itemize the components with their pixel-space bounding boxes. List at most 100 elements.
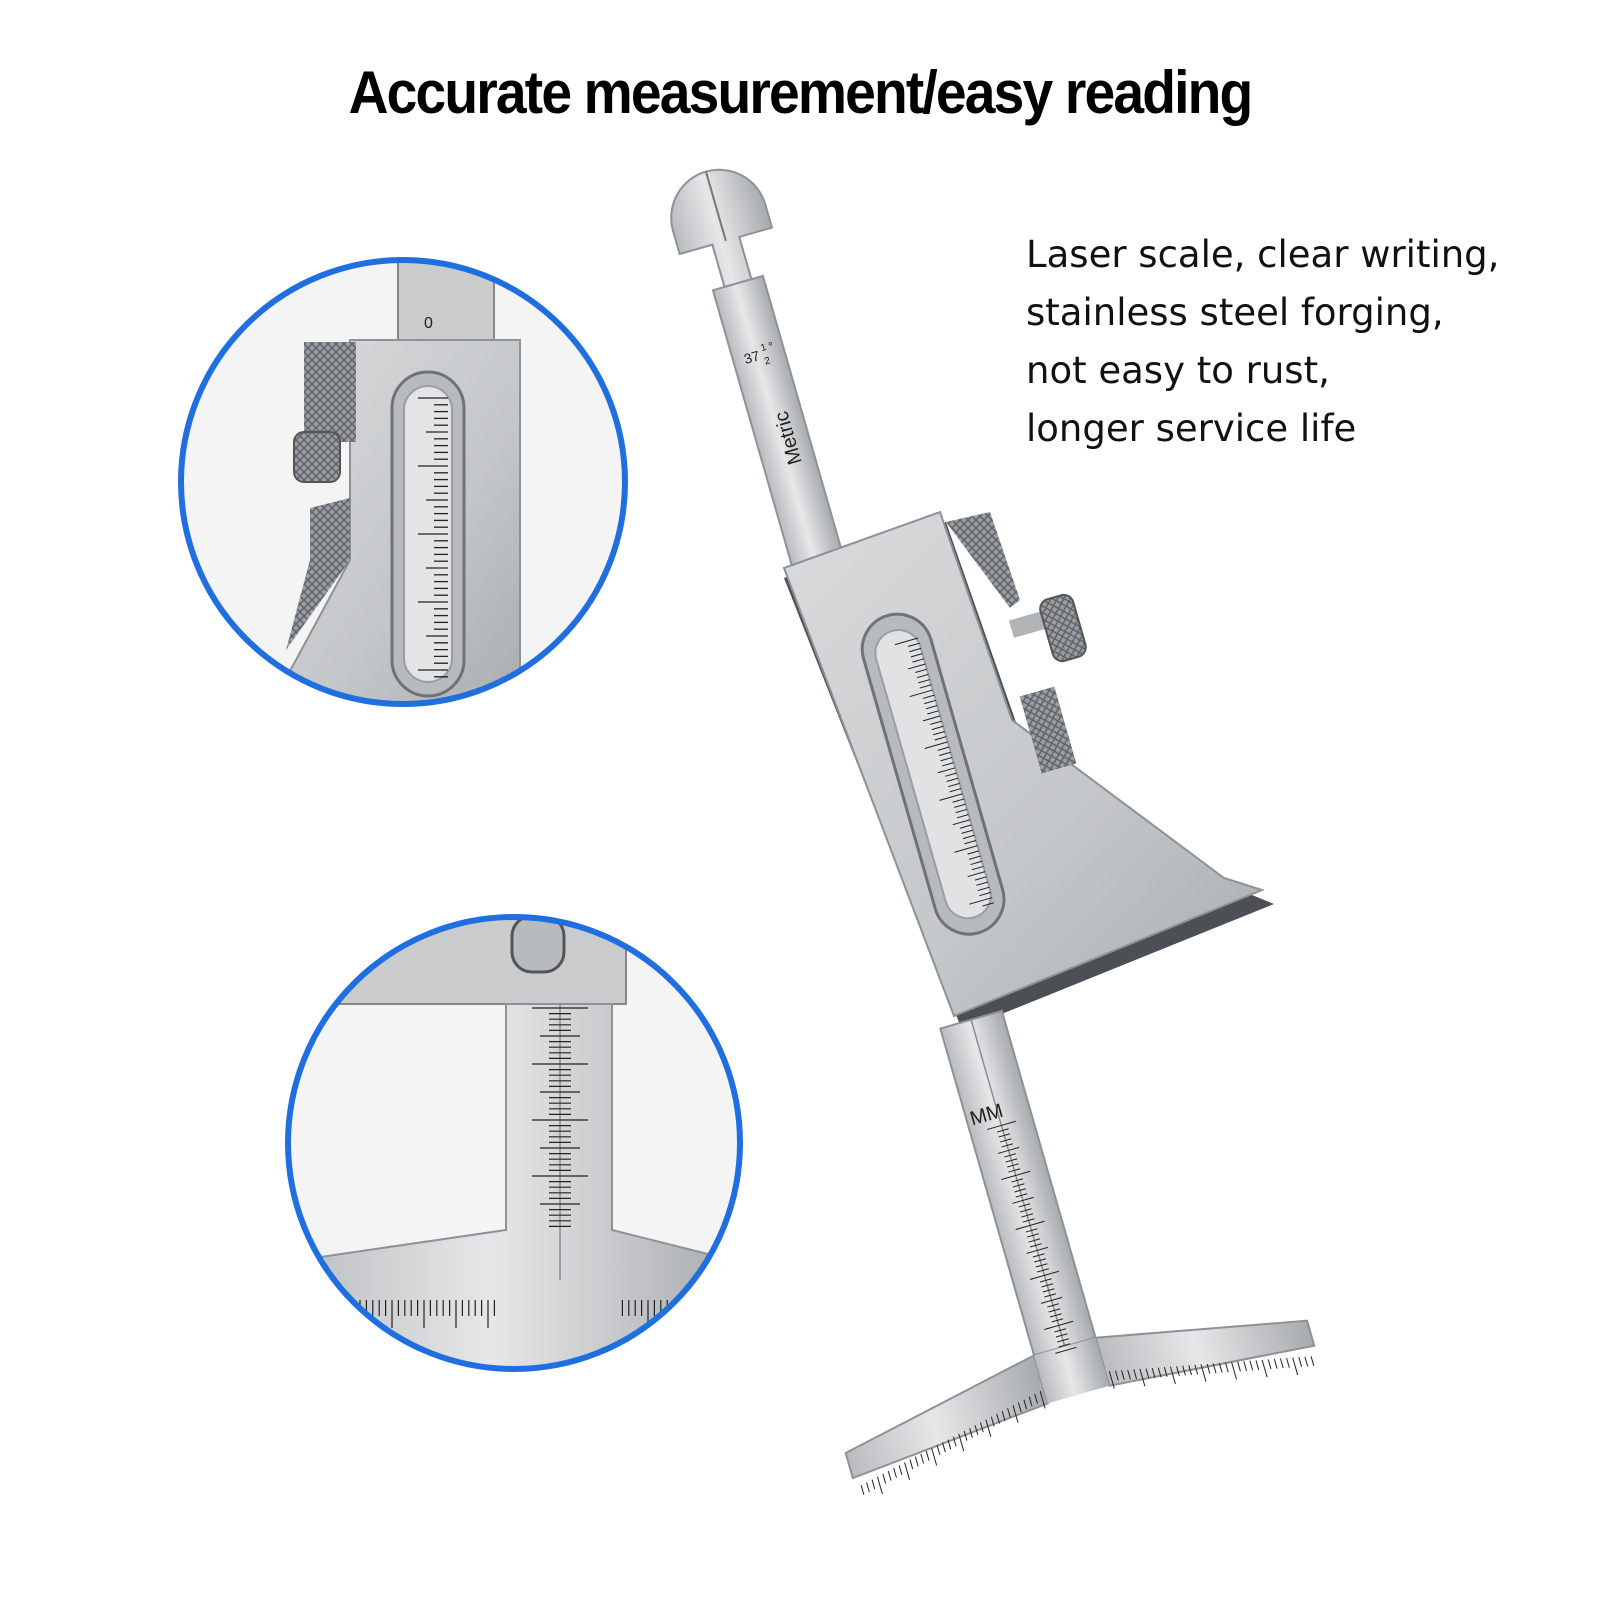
scale-tick <box>1037 1268 1049 1273</box>
scale-tick <box>1286 1357 1290 1368</box>
scale-tick <box>936 1445 941 1456</box>
scale-tick <box>1261 1359 1268 1378</box>
scale-tick <box>1007 1408 1011 1418</box>
scale-tick <box>1042 1288 1055 1293</box>
scale-tick <box>1026 1246 1048 1254</box>
scale-tick <box>924 741 948 749</box>
scale-tick <box>1040 1296 1063 1304</box>
scale-tick <box>1044 1293 1057 1298</box>
weld-gauge: 37 1 2 ° Metric <box>670 168 1316 1496</box>
scale-tick <box>1019 1208 1032 1213</box>
scale-tick <box>910 653 923 658</box>
scale-tick <box>1267 1359 1272 1370</box>
scale-tick <box>1005 1158 1018 1163</box>
scale-tick <box>955 808 968 814</box>
scale-tick <box>1310 1356 1315 1367</box>
scale-tick <box>1015 1220 1045 1231</box>
scale-tick <box>1023 1399 1028 1410</box>
fraction-den: 2 <box>763 355 772 367</box>
scale-tick <box>956 814 969 819</box>
scale-tick <box>1018 1203 1031 1208</box>
scale-tick <box>866 1482 870 1493</box>
slider-body <box>782 510 1274 1030</box>
scale-tick <box>1237 1361 1241 1372</box>
scale-tick <box>1114 1370 1119 1381</box>
scale-tick <box>997 1146 1020 1154</box>
scale-tick <box>894 637 919 646</box>
scale-tick <box>1200 1364 1207 1382</box>
scale-tick <box>945 772 957 777</box>
scale-tick <box>1001 1143 1014 1148</box>
scale-tick <box>1273 1358 1278 1369</box>
scale-tick <box>963 1430 968 1441</box>
zoom-circle-bottom <box>285 914 743 1372</box>
scale-tick <box>1054 1328 1067 1333</box>
scale-tick <box>915 668 928 673</box>
scale-tick <box>1012 1196 1034 1204</box>
scale-tick <box>1188 1365 1193 1376</box>
scale-tick <box>909 1459 914 1470</box>
scale-tick <box>969 1428 973 1438</box>
scale-tick <box>976 881 989 886</box>
scale-tick <box>1004 1153 1016 1158</box>
scale-tick <box>982 902 995 907</box>
scale-tick <box>925 1450 930 1461</box>
scale-tick <box>953 803 966 808</box>
scale-tick <box>1212 1363 1217 1374</box>
degree-mark: ° <box>767 339 776 354</box>
scale-tick <box>1157 1367 1162 1378</box>
scale-tick <box>971 865 984 871</box>
scale-tick <box>937 746 950 751</box>
scale-tick <box>1176 1366 1180 1376</box>
scale-tick <box>876 1476 883 1495</box>
desc-line-3: not easy to rust, <box>1026 349 1330 392</box>
scale-tick <box>1049 1313 1062 1318</box>
headline: Accurate measurement/easy reading <box>348 59 1254 126</box>
scale-tick <box>1047 1303 1059 1308</box>
scale-tick <box>1032 1253 1045 1258</box>
scale-tick <box>1001 1170 1031 1181</box>
scale-tick <box>1231 1362 1238 1380</box>
scale-tick <box>1012 1405 1019 1423</box>
slot-scale <box>894 637 995 907</box>
scale-tick <box>924 699 936 705</box>
scale-tick <box>927 710 939 715</box>
scale-tick <box>931 725 944 731</box>
scale-tick <box>970 860 983 866</box>
scale-tick <box>887 1470 892 1481</box>
scale-tick <box>942 762 954 767</box>
scale-tick <box>939 751 951 757</box>
scale-tick <box>1243 1361 1248 1371</box>
lower-blade: MM <box>844 1009 1316 1496</box>
scale-tick <box>939 793 963 801</box>
scale-tick <box>996 1413 1000 1424</box>
scale-tick <box>1027 1233 1039 1238</box>
zero-label: 0 <box>424 315 433 332</box>
scale-tick <box>952 1436 957 1447</box>
scale-tick <box>1025 1228 1038 1233</box>
scale-tick <box>1163 1366 1168 1377</box>
scale-tick <box>1055 1346 1077 1354</box>
scale-tick <box>1041 1283 1054 1288</box>
scale-tick <box>999 1138 1012 1143</box>
scale-tick <box>1008 1168 1021 1173</box>
scale-tick <box>1169 1366 1176 1385</box>
scale-tick <box>931 1448 938 1466</box>
scale-tick <box>898 1465 903 1476</box>
scale-tick <box>1022 1218 1035 1223</box>
scale-tick <box>996 1128 1009 1133</box>
scale-tick <box>1304 1356 1309 1367</box>
scale-tick <box>1279 1358 1284 1369</box>
scale-tick <box>977 886 990 891</box>
scale-tick <box>1017 1402 1022 1413</box>
scale-tick <box>871 1479 876 1490</box>
desc-line-1: Laser scale, clear writing, <box>1026 233 1500 276</box>
scale-tick <box>967 850 980 855</box>
scale-tick <box>946 777 959 782</box>
scale-tick <box>1182 1365 1186 1376</box>
scale-tick <box>954 845 978 853</box>
scale-tick <box>1139 1368 1146 1387</box>
scale-tick <box>922 694 935 699</box>
scale-tick <box>1255 1360 1260 1371</box>
